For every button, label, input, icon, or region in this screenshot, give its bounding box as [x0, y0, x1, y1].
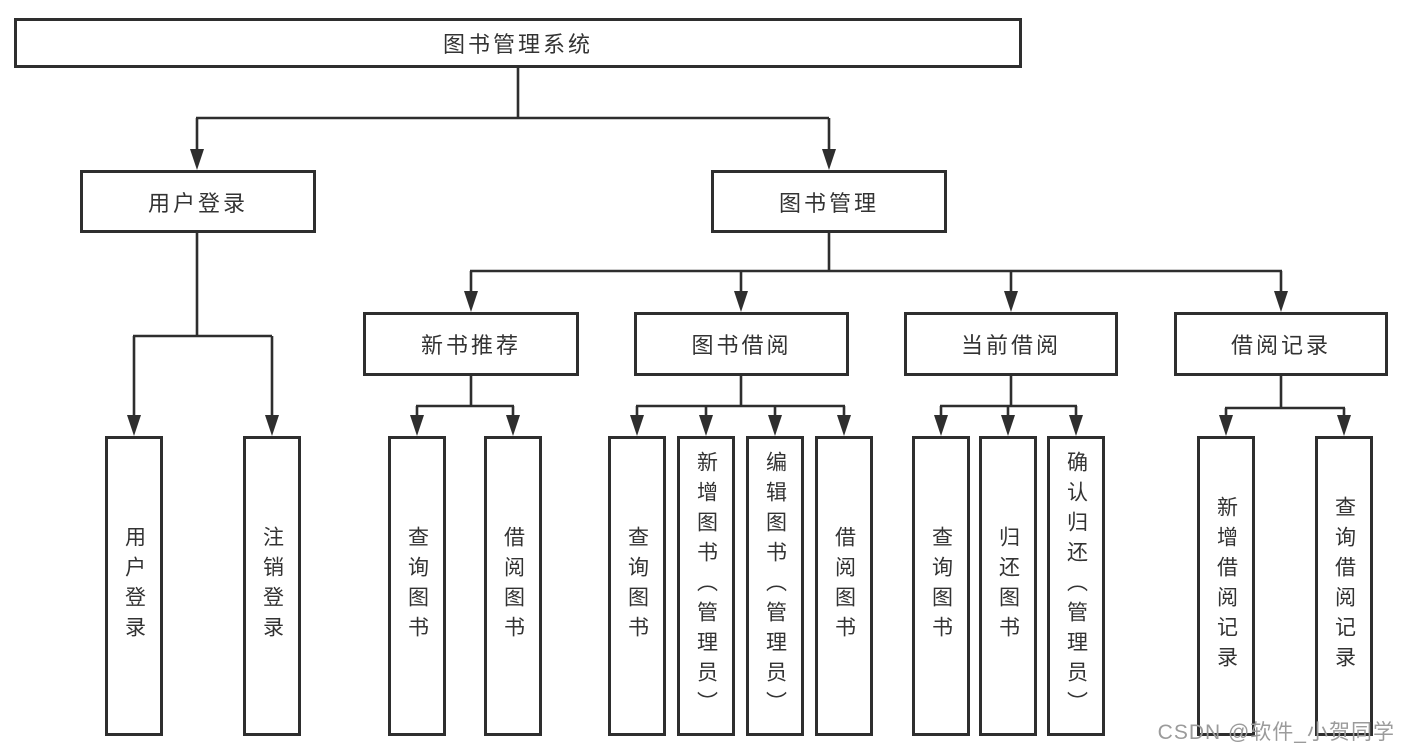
- node-root: 图书管理系统: [14, 18, 1022, 68]
- leaf-return-books: 归还图书: [979, 436, 1037, 736]
- leaf-logout-login: 注销登录: [243, 436, 301, 736]
- node-current-borrowing: 当前借阅: [904, 312, 1118, 376]
- leaf-add-books-admin: 新增图书（管理员）: [677, 436, 735, 736]
- node-book-borrowing: 图书借阅: [634, 312, 849, 376]
- leaf-query-books-recommend: 查询图书: [388, 436, 446, 736]
- leaf-query-books-borrowing: 查询图书: [608, 436, 666, 736]
- leaf-edit-books-admin: 编辑图书（管理员）: [746, 436, 804, 736]
- node-book-management: 图书管理: [711, 170, 947, 233]
- node-new-book-recommend: 新书推荐: [363, 312, 579, 376]
- leaf-borrow-books-borrowing: 借阅图书: [815, 436, 873, 736]
- leaf-confirm-return-admin: 确认归还（管理员）: [1047, 436, 1105, 736]
- leaf-query-books-current: 查询图书: [912, 436, 970, 736]
- leaf-user-login: 用户登录: [105, 436, 163, 736]
- leaf-borrow-books-recommend: 借阅图书: [484, 436, 542, 736]
- leaf-add-borrow-record: 新增借阅记录: [1197, 436, 1255, 736]
- watermark: CSDN @软件_小贺同学: [1157, 721, 1395, 744]
- leaf-query-borrow-record: 查询借阅记录: [1315, 436, 1373, 736]
- node-borrowing-records: 借阅记录: [1174, 312, 1388, 376]
- node-user-login: 用户登录: [80, 170, 316, 233]
